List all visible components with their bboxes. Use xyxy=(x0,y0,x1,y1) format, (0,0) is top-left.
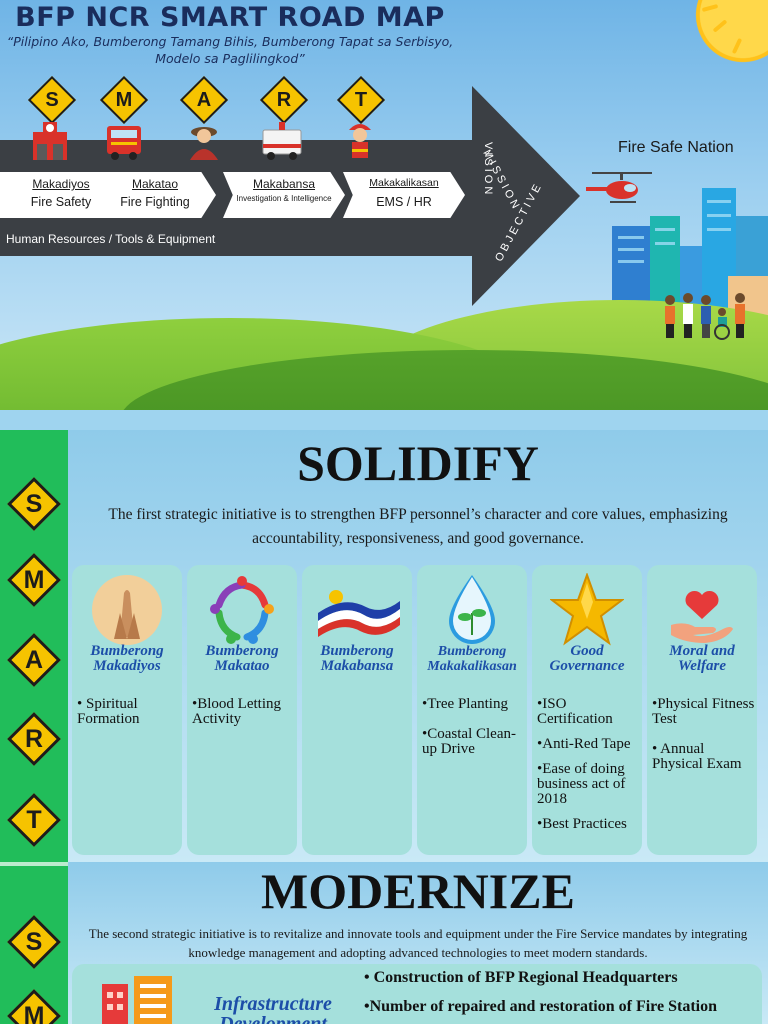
list-item: •Tree Planting xyxy=(422,696,508,712)
sidebar-sign-m-2: M xyxy=(7,989,61,1024)
water-drop-plant-icon xyxy=(449,575,495,644)
list-item: • Annual Physical Exam xyxy=(652,741,742,772)
card-list: • Spiritual Formation xyxy=(77,697,181,742)
card-list: •ISO Certification •Anti-Red Tape •Ease … xyxy=(537,697,641,842)
card-title: Moral and Welfare xyxy=(669,643,735,674)
list-item: • Spiritual Formation xyxy=(77,696,140,727)
ph-flag-icon xyxy=(318,590,400,637)
sidebar-divider xyxy=(0,862,68,866)
list-item: •Anti-Red Tape xyxy=(537,736,631,752)
card-title: Bumberong Makatao xyxy=(205,643,279,674)
list-item: •Blood Letting Activity xyxy=(192,696,281,727)
sidebar-sign-t: T xyxy=(7,793,61,847)
sign-a: A xyxy=(179,75,229,125)
sidebar-sign-a: A xyxy=(7,633,61,687)
card-good-governance: Good Governance •ISO Certification •Anti… xyxy=(532,565,642,855)
list-item: • Construction of BFP Regional Headquart… xyxy=(364,969,678,986)
card-list: •Blood Letting Activity xyxy=(192,697,296,742)
praying-hands-icon xyxy=(92,575,162,645)
card-infrastructure-development: Infrastructure Development • Constructio… xyxy=(72,964,762,1024)
people-group-icon xyxy=(665,293,745,340)
sidebar-sign-s: S xyxy=(7,477,61,531)
list-item: •Physical Fitness Test xyxy=(652,696,755,727)
ambulance-icon xyxy=(262,122,302,160)
firefighter-icon xyxy=(349,124,371,158)
buildings-icon xyxy=(102,976,172,1024)
helicopter-icon xyxy=(586,172,652,203)
sign-m: M xyxy=(99,75,149,125)
card-title: Bumberong Makakalikasan xyxy=(427,644,517,674)
solidify-description: The first strategic initiative is to str… xyxy=(108,506,728,547)
modernize-description: The second strategic initiative is to re… xyxy=(88,926,748,960)
list-item: •Coastal Clean-up Drive xyxy=(422,726,516,757)
card-title: Good Governance xyxy=(549,643,625,674)
arrow-word-vision: VISION xyxy=(482,142,494,198)
destination-label: Fire Safe Nation xyxy=(618,139,734,156)
smart-sidebar: S M A R T S M xyxy=(0,430,68,1024)
heart-hand-icon xyxy=(671,590,733,643)
sidebar-sign-m: M xyxy=(7,553,61,607)
people-circle-icon xyxy=(210,576,274,644)
sidebar-sign-s-2: S xyxy=(7,915,61,969)
sidebar-sign-r: R xyxy=(7,712,61,766)
solidify-title: SOLIDIFY xyxy=(297,435,539,491)
list-item: •Number of repaired and restoration of F… xyxy=(364,998,717,1015)
sign-t: T xyxy=(336,75,386,125)
card-title: Bumberong Makabansa xyxy=(320,643,394,674)
gold-star-icon xyxy=(550,573,624,646)
page-title: BFP NCR SMART ROAD MAP xyxy=(15,2,445,33)
card-list: • Construction of BFP Regional Headquart… xyxy=(364,970,754,1024)
card-bumberong-makakalikasan: Bumberong Makakalikasan •Tree Planting •… xyxy=(417,565,527,855)
roadmap-hero: BFP NCR SMART ROAD MAP “Pilipino Ako, Bu… xyxy=(0,0,768,430)
card-title: Infrastructure Development xyxy=(214,993,332,1024)
solidify-section: SOLIDIFY The first strategic initiative … xyxy=(68,430,768,862)
list-item: •Best Practices xyxy=(537,816,627,832)
card-list: •Physical Fitness Test • Annual Physical… xyxy=(652,697,756,787)
road-arrow-head xyxy=(472,86,580,306)
card-list: •Tree Planting •Coastal Clean-up Drive xyxy=(422,697,526,772)
water-strip xyxy=(0,410,768,430)
sign-r: R xyxy=(259,75,309,125)
fire-station-icon xyxy=(33,122,67,160)
card-bumberong-makabansa: Bumberong Makabansa xyxy=(302,565,412,855)
road-footer: Human Resources / Tools & Equipment xyxy=(6,232,216,246)
card-title: Bumberong Makadiyos xyxy=(90,643,164,674)
motto: “Pilipino Ako, Bumberong Tamang Bihis, B… xyxy=(6,34,454,66)
card-moral-and-welfare: Moral and Welfare •Physical Fitness Test… xyxy=(647,565,757,855)
fire-truck-icon xyxy=(107,126,141,160)
card-bumberong-makadiyos: Bumberong Makadiyos • Spiritual Formatio… xyxy=(72,565,182,855)
card-bumberong-makatao: Bumberong Makatao •Blood Letting Activit… xyxy=(187,565,297,855)
detective-icon xyxy=(190,127,218,160)
modernize-title: MODERNIZE xyxy=(261,863,575,919)
sign-s: S xyxy=(27,75,77,125)
list-item: •ISO Certification xyxy=(537,696,613,727)
modernize-section: MODERNIZE The second strategic initiativ… xyxy=(68,862,768,1024)
list-item: •Ease of doing business act of 2018 xyxy=(537,761,626,807)
sun-icon xyxy=(688,0,768,70)
